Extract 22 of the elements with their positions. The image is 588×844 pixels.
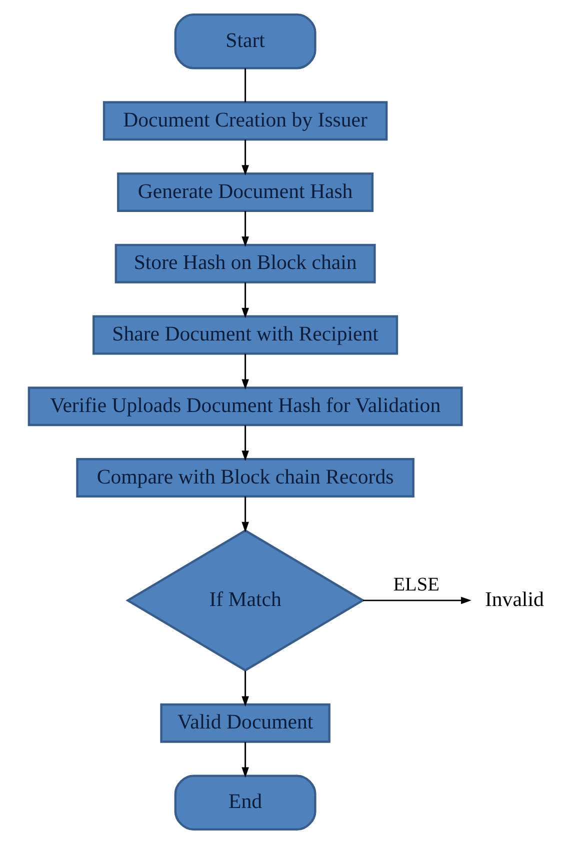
arrow: [362, 596, 472, 604]
node-box: Verifie Uploads Document Hash for Validation: [28, 386, 463, 426]
node-box: Generate Document Hash: [117, 172, 374, 212]
edge-label: ELSE: [393, 574, 440, 596]
arrow: [242, 211, 249, 247]
node-box: End: [174, 774, 316, 831]
node-box: Start: [174, 13, 316, 70]
node-box: Share Document with Recipient: [92, 315, 398, 355]
arrow: [242, 140, 249, 176]
node-box: Document Creation by Issuer: [102, 101, 388, 141]
arrow: [242, 496, 249, 532]
node-box: Store Hash on Block chain: [114, 244, 376, 284]
node-box: Valid Document: [160, 703, 330, 743]
node-text: Invalid: [484, 586, 544, 611]
connector: [244, 68, 246, 102]
arrow: [242, 670, 249, 707]
node-box: Compare with Block chain Records: [76, 458, 414, 498]
node-diamond: If Match: [126, 529, 365, 672]
arrow: [242, 354, 249, 390]
arrow: [242, 282, 249, 318]
arrow: [242, 425, 249, 462]
arrow: [242, 742, 249, 778]
